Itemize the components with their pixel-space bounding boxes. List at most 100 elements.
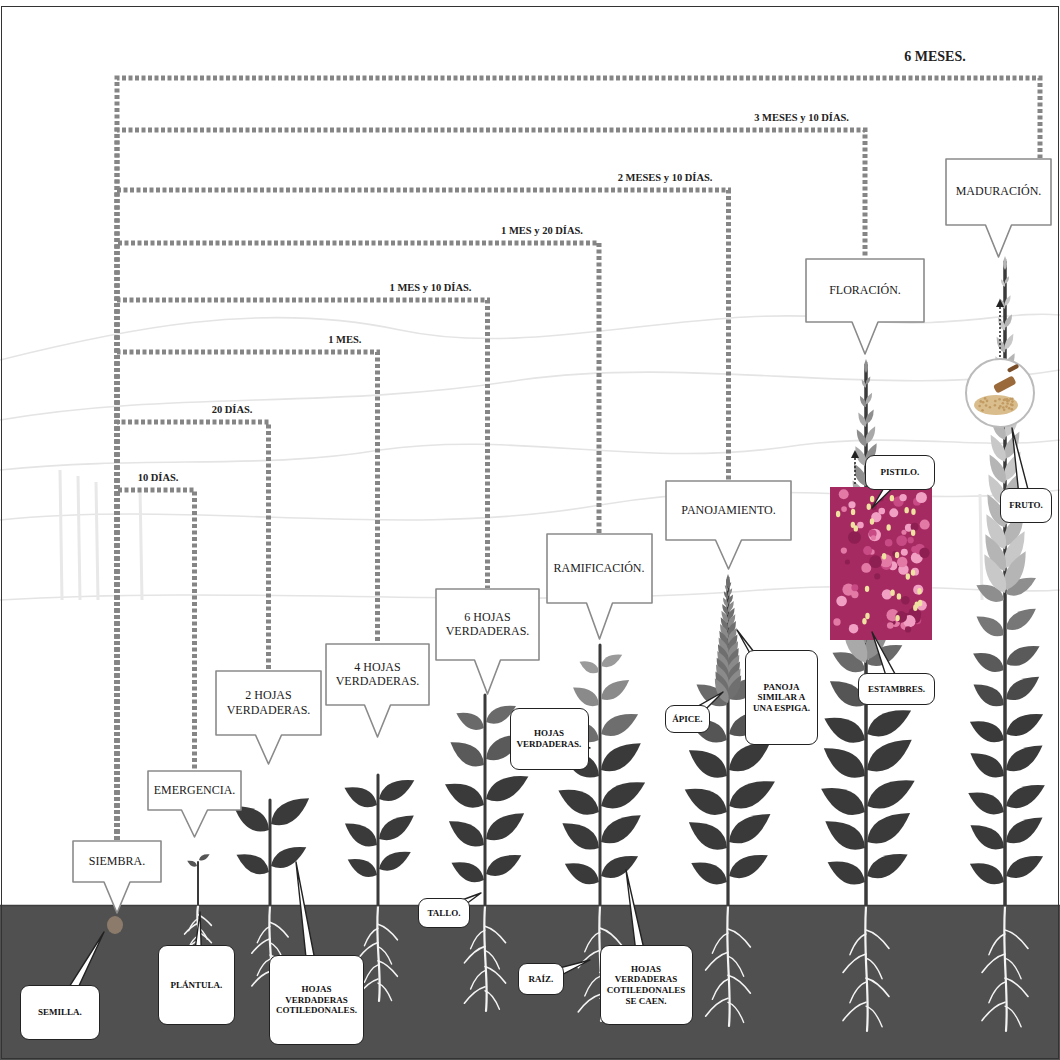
stamen: [906, 573, 910, 579]
flower-bud: [908, 537, 914, 543]
flower-bud: [887, 622, 894, 629]
leaf: [1003, 256, 1007, 270]
leaf: [862, 701, 916, 743]
part-callout: SEMILLA.: [20, 985, 100, 1040]
leaf: [577, 657, 601, 676]
leaf: [854, 428, 869, 449]
duration-bracket: [117, 190, 729, 840]
leaf: [964, 785, 1008, 820]
hill-line: [0, 370, 1060, 420]
side-root: [866, 930, 889, 948]
flower-bud: [878, 508, 885, 515]
flower-bud: [848, 501, 855, 508]
leaf: [723, 805, 776, 850]
flower-bud: [849, 624, 859, 634]
part-callout: HOJAS VERDADERAS COTILEDONALES SE CAEN.: [600, 945, 693, 1025]
leaf: [986, 432, 1010, 464]
duration-bracket: [117, 352, 378, 840]
flower-bud: [899, 494, 906, 501]
leaf: [1002, 603, 1040, 636]
stage-callout: MADURACIÓN.: [945, 158, 1052, 258]
leaf: [969, 647, 1007, 678]
grain: [984, 397, 987, 400]
leaf: [683, 814, 733, 857]
side-root: [471, 971, 485, 990]
flower-bud: [895, 611, 907, 623]
leaf: [1001, 738, 1048, 778]
side-root: [1005, 1006, 1021, 1027]
part-callout: ÁPICE.: [665, 705, 710, 733]
leaf: [1002, 706, 1047, 741]
callout-outline: [72, 840, 162, 914]
scoop-handle: [1007, 364, 1019, 373]
leaf: [861, 804, 916, 851]
stage-name: 4 HOJAS VERDADERAS.: [331, 660, 424, 689]
flower-bud: [911, 523, 919, 531]
duration-bracket: [117, 130, 865, 840]
side-root: [464, 987, 485, 1003]
stem: [197, 862, 199, 905]
side-root: [989, 934, 1005, 955]
grain: [1002, 406, 1005, 409]
leaf: [965, 746, 1009, 784]
stamen: [882, 553, 886, 559]
duration-label: 20 DÍAS.: [210, 404, 255, 417]
flower-bud: [905, 626, 911, 632]
stage-callout: EMERGENCIA.: [147, 770, 242, 838]
leaf: [858, 395, 868, 409]
side-root: [728, 929, 750, 947]
stem: [599, 645, 602, 905]
grain: [1011, 400, 1014, 403]
grain: [1008, 399, 1011, 402]
fruit-circle: [966, 359, 1034, 427]
grain: [985, 404, 988, 407]
leaf: [725, 847, 773, 884]
side-root: [1005, 958, 1021, 979]
callout-shape: [436, 589, 539, 694]
pointer-line: [999, 305, 1001, 357]
side-root: [270, 922, 288, 937]
callout-shape: [666, 481, 791, 569]
duration-bracket: [117, 78, 1040, 840]
fence-post: [78, 476, 80, 600]
leaf: [978, 551, 1012, 597]
main-root: [727, 906, 730, 1026]
side-root: [471, 930, 485, 949]
stamen: [865, 613, 869, 619]
stage-name: EMERGENCIA.: [153, 783, 236, 797]
flower-bud: [882, 589, 892, 599]
grain: [994, 404, 997, 407]
leaf: [561, 856, 603, 890]
side-root: [982, 1002, 1005, 1020]
frame: [2, 7, 1059, 1059]
leaf: [599, 650, 625, 670]
stamen: [911, 509, 915, 515]
grain: [1008, 407, 1011, 410]
part-name: RAÍZ.: [523, 974, 559, 985]
grain: [1011, 397, 1014, 400]
leaf: [375, 845, 414, 875]
stamen: [897, 593, 901, 599]
leaf: [984, 452, 1010, 486]
leaf: [1002, 848, 1047, 883]
stamen: [917, 588, 921, 594]
side-root: [1005, 978, 1028, 996]
leaf: [553, 781, 603, 821]
part-name: PISTILO.: [870, 467, 930, 478]
grain-pile: [974, 395, 1018, 415]
main-root: [865, 906, 868, 1031]
leaf: [864, 359, 868, 373]
stage-callout: 6 HOJAS VERDADERAS.: [435, 588, 540, 695]
flower-bud: [896, 535, 907, 546]
leaf: [862, 846, 912, 885]
leaf: [596, 773, 650, 815]
stamen: [913, 605, 917, 611]
part-callout: RAÍZ.: [518, 963, 564, 995]
flower-bud: [874, 573, 880, 579]
scoop: [993, 375, 1017, 393]
side-root: [252, 971, 270, 986]
leaf: [823, 854, 869, 891]
side-root: [850, 982, 866, 1003]
callout-shape: [148, 771, 241, 837]
